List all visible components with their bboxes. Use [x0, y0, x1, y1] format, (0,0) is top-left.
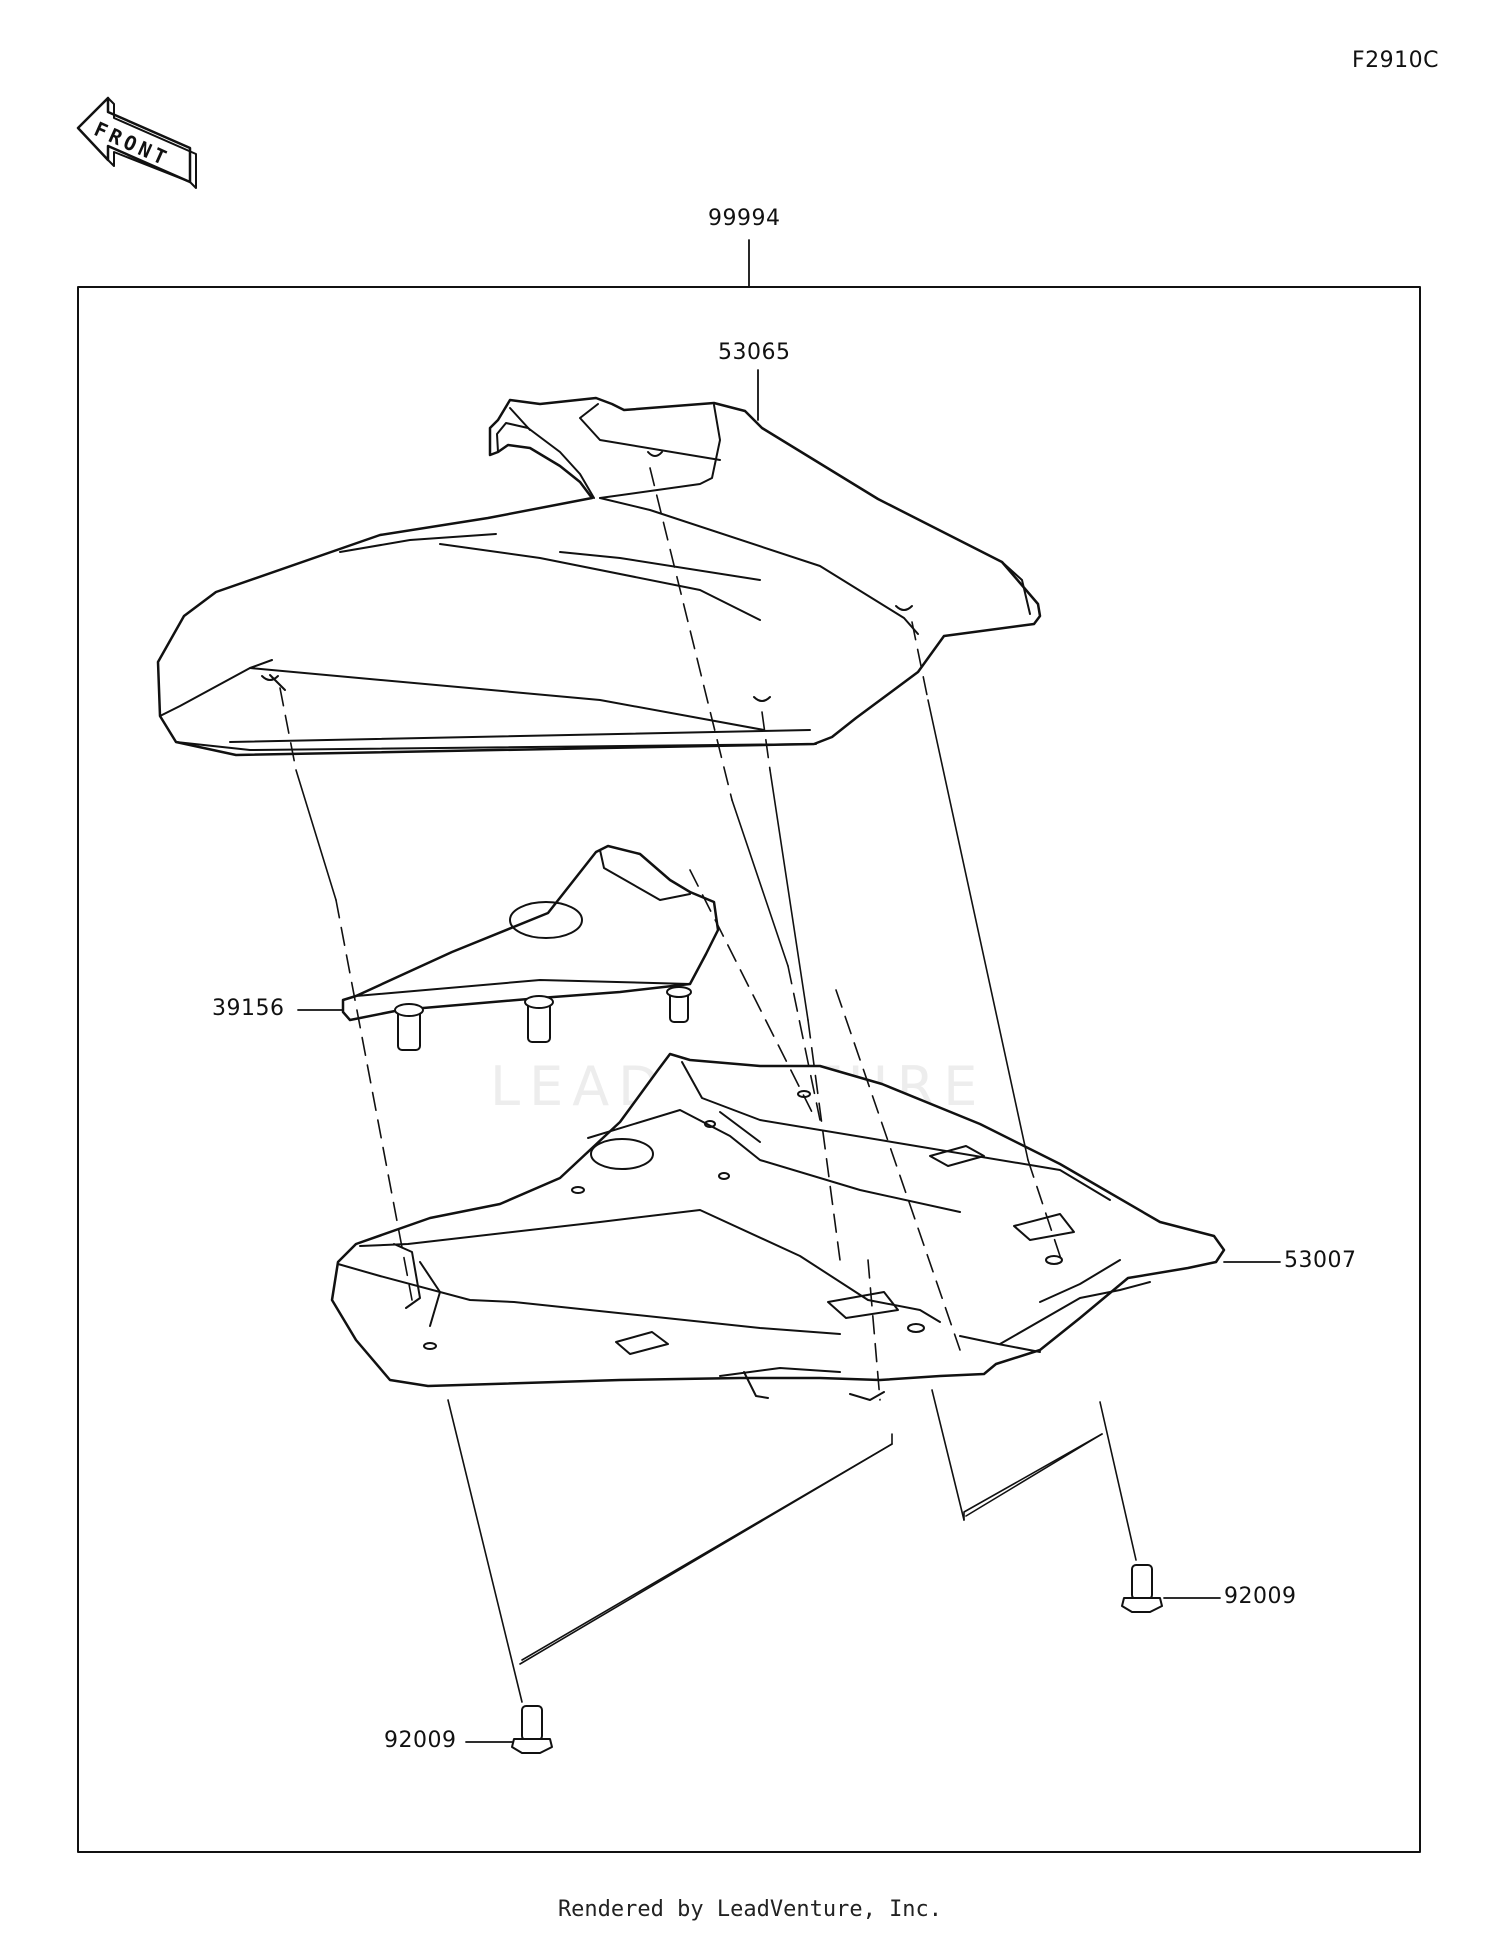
part-92009-left-label: 92009	[384, 1728, 457, 1753]
bolt-right-part	[1121, 1564, 1163, 1613]
bolt-left-part	[511, 1705, 553, 1754]
part-53065-label: 53065	[718, 340, 791, 365]
seat-cover-part	[156, 396, 1042, 757]
guide-lines	[295, 699, 1137, 1703]
footer-credit: Rendered by LeadVenture, Inc.	[557, 1897, 943, 1922]
pad-part	[341, 844, 720, 1051]
base-part	[330, 1052, 1226, 1401]
part-53007-label: 53007	[1284, 1248, 1357, 1273]
label-leaders	[297, 369, 1281, 1743]
part-39156-label: 39156	[212, 996, 285, 1021]
diagram-code: F2910C	[1352, 48, 1440, 73]
front-arrow-icon	[76, 96, 197, 189]
dashed-guide-lines	[279, 467, 1063, 1401]
part-99994-label: 99994	[708, 206, 781, 231]
part-92009-right-label: 92009	[1224, 1584, 1297, 1609]
